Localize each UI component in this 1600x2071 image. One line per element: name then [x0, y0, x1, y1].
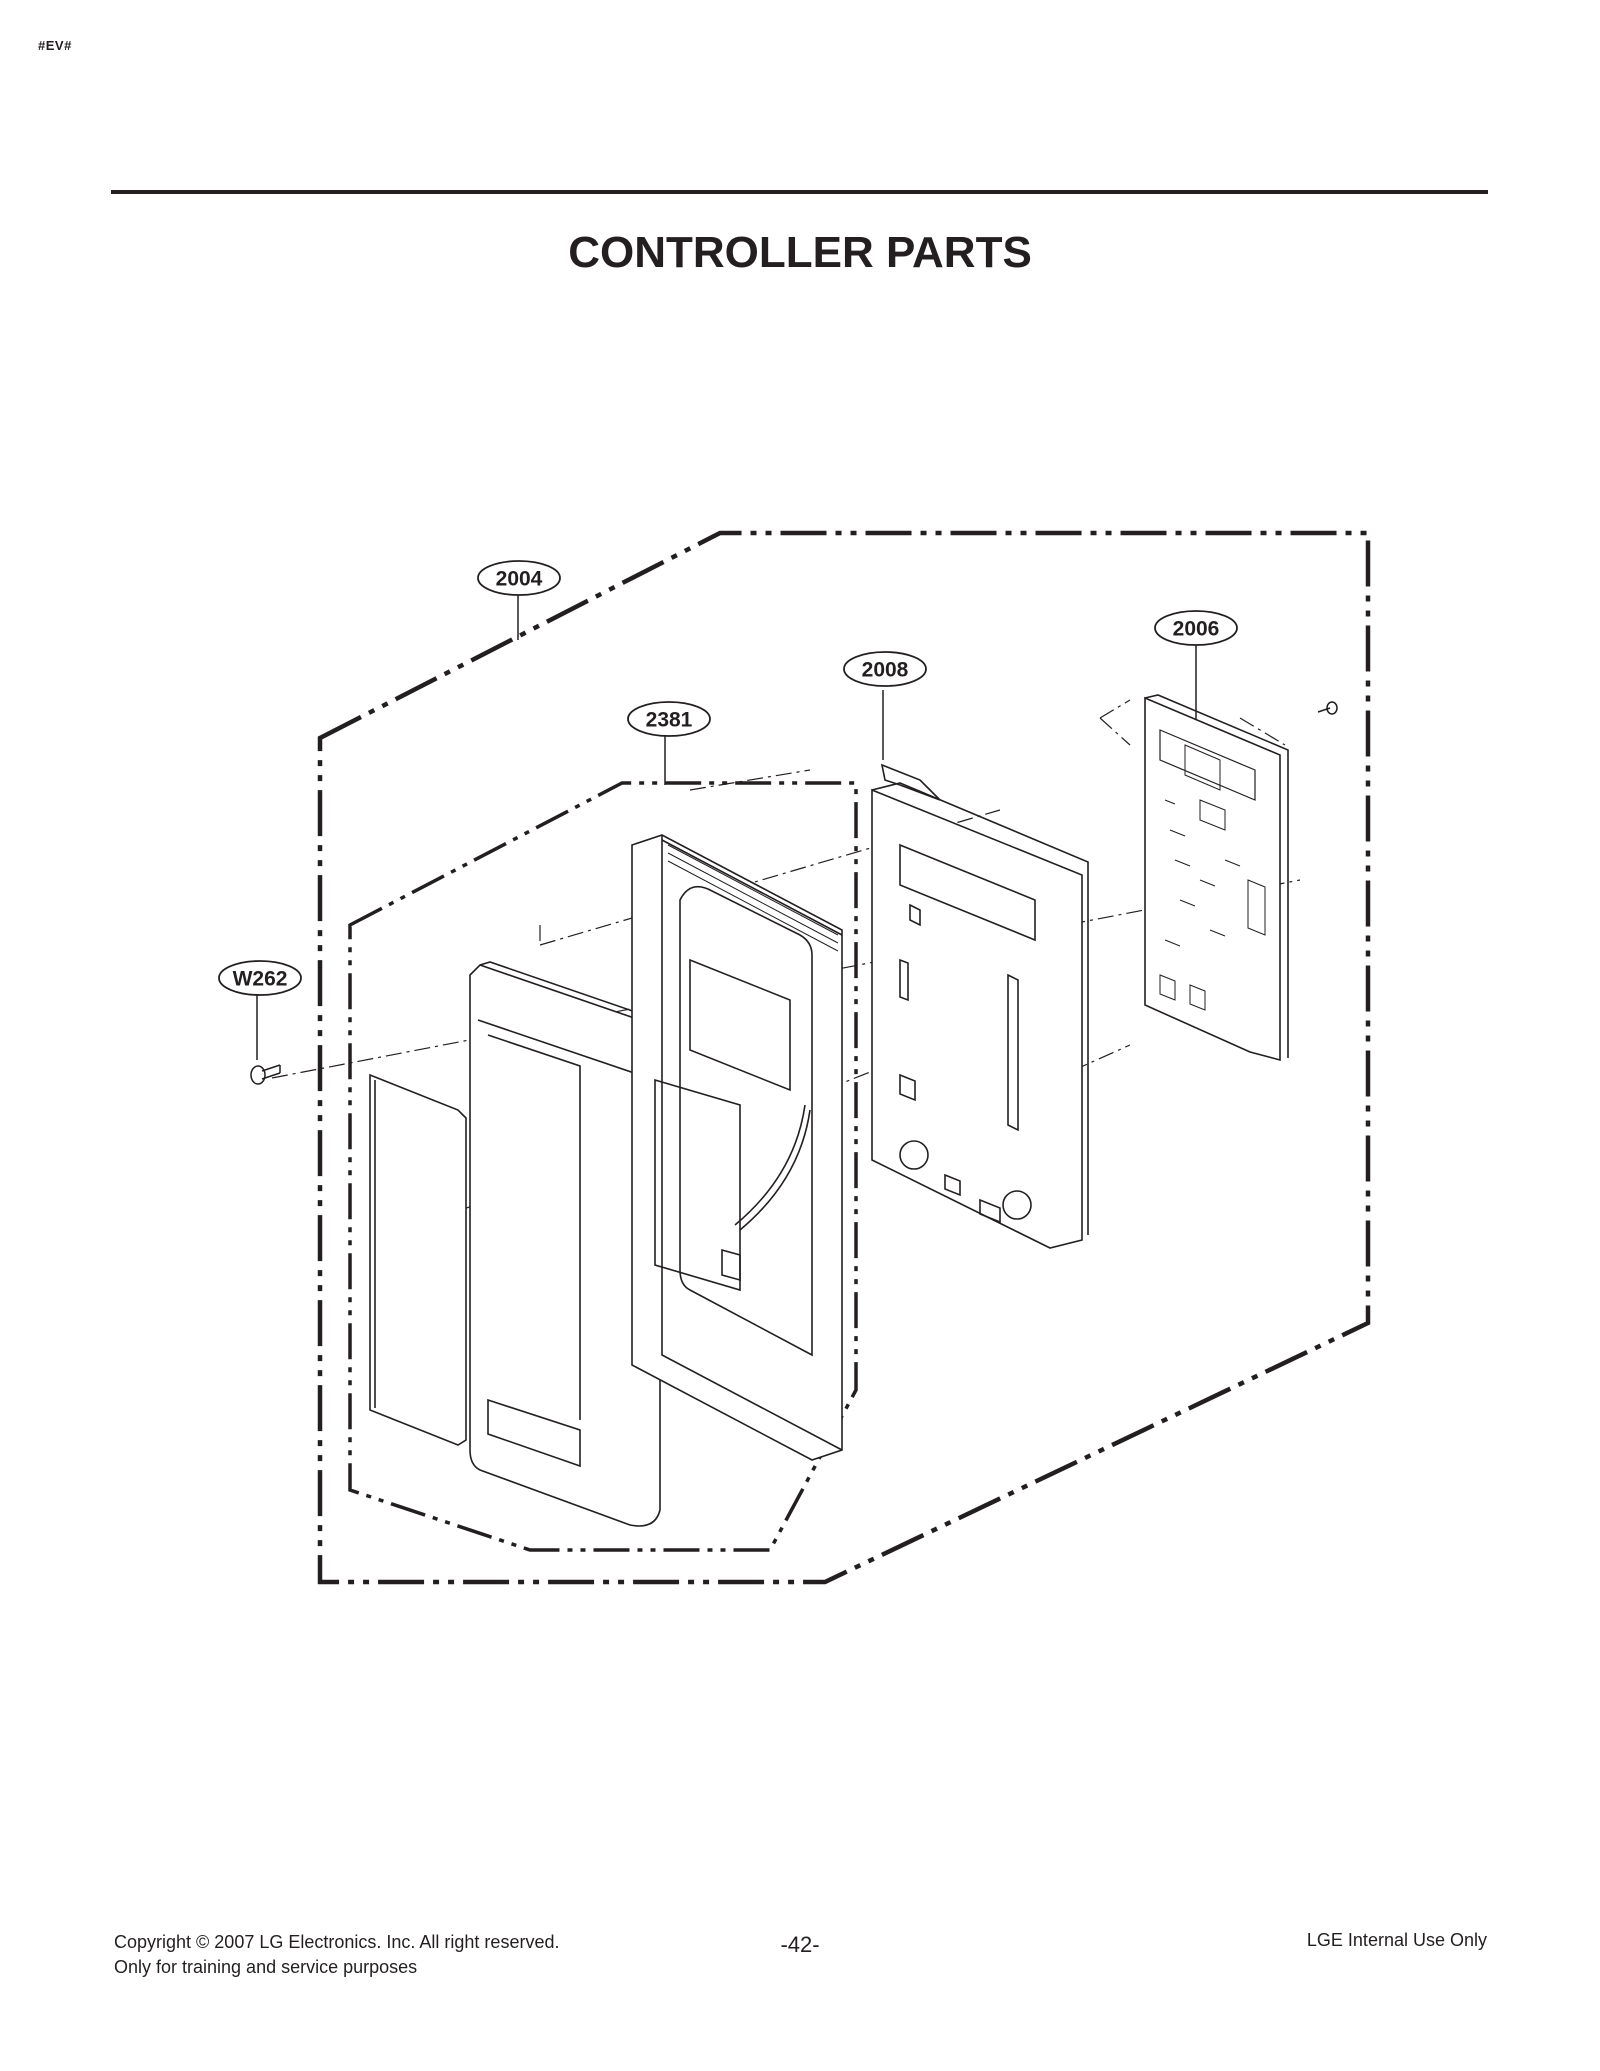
callout-w262-label: W262 — [233, 968, 288, 991]
screw-w262 — [250, 1064, 281, 1085]
assembly-boundary-2381 — [348, 781, 858, 1552]
pcb-screw — [1317, 701, 1338, 715]
callout-2008-label: 2008 — [862, 659, 909, 682]
footer-purpose: Only for training and service purposes — [114, 1957, 418, 1977]
callout-w262: W262 — [218, 960, 302, 996]
footer-copyright-block: Copyright © 2007 LG Electronics. Inc. Al… — [114, 1930, 559, 1980]
display-window-film — [369, 1073, 467, 1446]
header-rule — [111, 190, 1488, 194]
document-tag: #EV# — [38, 38, 72, 53]
footer-copyright: Copyright © 2007 LG Electronics. Inc. Al… — [114, 1932, 560, 1952]
door-frame-housing — [631, 834, 843, 1461]
assembly-boundary-2004 — [317, 530, 1371, 1585]
callout-2006-label: 2006 — [1173, 618, 1220, 641]
callout-2381-label: 2381 — [646, 709, 693, 732]
callout-2008: 2008 — [843, 651, 927, 687]
page-number: -42- — [780, 1932, 820, 1957]
main-pcb-2006 — [1144, 694, 1289, 1062]
callout-2381: 2381 — [627, 701, 711, 737]
callout-2004-label: 2004 — [496, 568, 543, 591]
controller-bracket-2008 — [871, 763, 1089, 1249]
control-panel-cover — [469, 961, 661, 1527]
callout-2006: 2006 — [1154, 610, 1238, 646]
callout-2004: 2004 — [477, 560, 561, 596]
footer-internal-notice: LGE Internal Use Only — [1306, 1930, 1487, 1950]
page-title: CONTROLLER PARTS — [568, 228, 1032, 277]
